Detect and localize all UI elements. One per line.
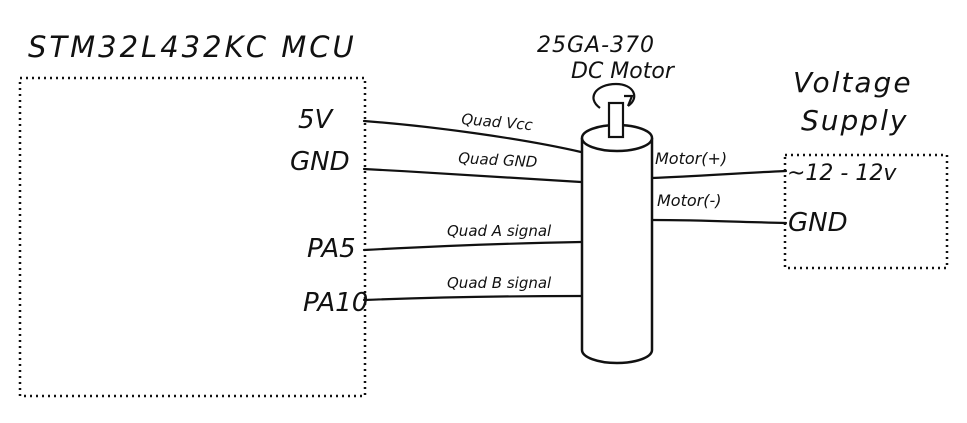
mcu-pin-gnd-label: GND <box>290 147 350 177</box>
rotation-arrowhead-icon <box>624 94 634 107</box>
label-motor-pos: Motor(+) <box>655 149 727 168</box>
label-quad-a-signal: Quad A signal <box>447 222 552 240</box>
supply-terminal-gnd: GND <box>788 208 848 238</box>
wire-quad-b <box>362 294 583 302</box>
mcu-pin-pa10-label: PA10 <box>303 288 368 318</box>
dc-motor: 25GA-370 DC Motor <box>537 33 676 365</box>
mcu-title: STM32L432KC MCU <box>28 30 357 64</box>
label-quad-b-signal: Quad B signal <box>447 274 552 292</box>
wire-quad-vcc-upper <box>362 119 583 154</box>
motor-shaft <box>607 101 625 139</box>
mcu-pin-pa5-label: PA5 <box>307 234 356 264</box>
motor-title-line2: DC Motor <box>571 59 676 84</box>
wire-quad-vcc-lower <box>362 167 583 184</box>
supply-outline <box>783 153 949 270</box>
motor-body <box>580 138 654 365</box>
motor-title-line1: 25GA-370 <box>537 33 655 58</box>
mcu-outline <box>18 76 367 398</box>
motor-wire-labels: Motor(+) Motor(-) <box>655 149 727 210</box>
encoder-wires <box>362 119 583 302</box>
rotation-arrow-icon <box>592 82 636 109</box>
wire-quad-a <box>362 240 583 252</box>
label-quad-gnd: Quad GND <box>458 149 538 171</box>
supply-title-line2: Supply <box>801 104 908 137</box>
label-motor-neg: Motor(-) <box>657 191 722 210</box>
mcu-block: STM32L432KC MCU 5V GND PA5 PA10 <box>18 30 368 398</box>
voltage-supply-block: Voltage Supply ~12 - 12v GND <box>783 66 949 270</box>
wire-motor-pos <box>650 169 788 180</box>
motor-power-wires <box>650 169 788 225</box>
supply-title-line1: Voltage <box>793 66 913 99</box>
label-quad-vcc: Quad Vcc <box>461 110 535 134</box>
supply-terminal-pos: ~12 - 12v <box>787 161 897 186</box>
wire-motor-neg <box>650 218 788 225</box>
mcu-pin-5v-label: 5V <box>298 105 335 135</box>
